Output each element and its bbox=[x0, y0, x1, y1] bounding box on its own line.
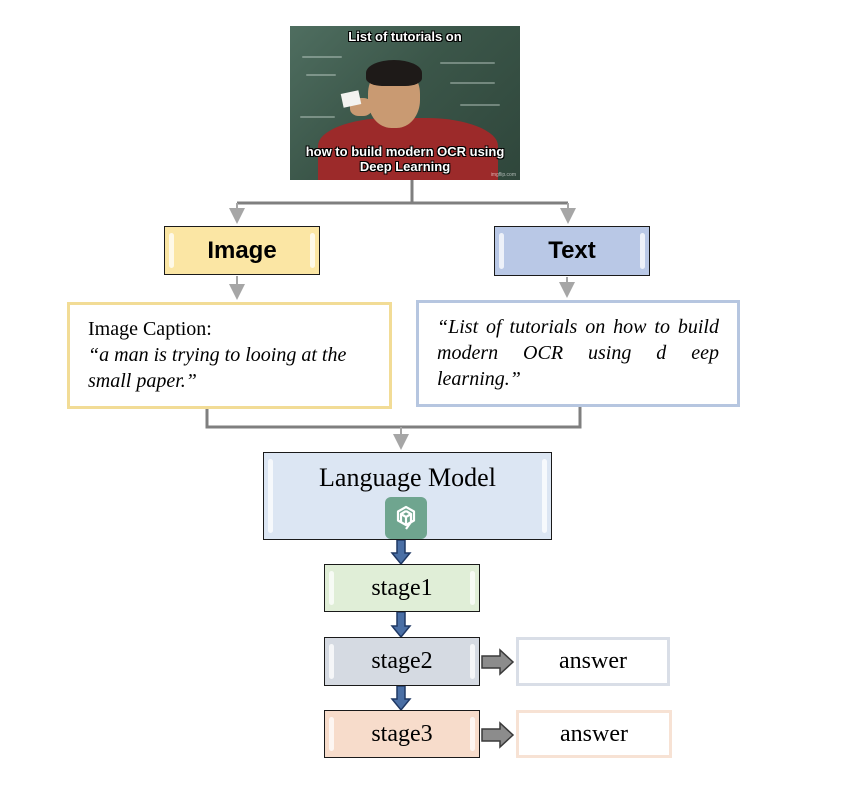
stage3-label: stage3 bbox=[371, 720, 433, 747]
image-caption-box: Image Caption: “a man is trying to looin… bbox=[67, 302, 392, 409]
stage2-label: stage2 bbox=[371, 648, 433, 674]
image-label-box: Image bbox=[164, 226, 320, 275]
openai-logo-icon bbox=[385, 497, 427, 539]
chalk-mark bbox=[440, 62, 495, 64]
chalk-mark bbox=[460, 104, 500, 106]
meme-split-connector bbox=[237, 180, 568, 205]
answer-box-stage2: answer bbox=[516, 637, 670, 686]
chalk-mark bbox=[450, 82, 495, 84]
stage1-box: stage1 bbox=[324, 564, 480, 612]
chalk-mark bbox=[306, 74, 336, 76]
meme-bottom-text: how to build modern OCR using Deep Learn… bbox=[305, 144, 505, 174]
chalk-mark bbox=[300, 116, 335, 118]
person-shirt bbox=[318, 118, 498, 180]
down-arrow-stage1-stage2 bbox=[390, 611, 412, 639]
stage2-box: stage2 bbox=[324, 637, 480, 686]
down-arrow-lm-stage1 bbox=[390, 539, 412, 566]
text-quote-box: “List of tutorials on how to build moder… bbox=[416, 300, 740, 407]
language-model-box: Language Model bbox=[263, 452, 552, 540]
text-quote: “List of tutorials on how to build moder… bbox=[437, 316, 719, 390]
right-arrow-stage2-answer bbox=[481, 648, 515, 676]
image-caption-title: Image Caption: bbox=[88, 318, 212, 340]
chalk-mark bbox=[302, 56, 342, 58]
answer-label: answer bbox=[559, 648, 627, 674]
answer-label: answer bbox=[560, 720, 628, 747]
answer-box-stage3: answer bbox=[516, 710, 672, 758]
image-caption-quote: “a man is trying to looing at the small … bbox=[88, 344, 347, 392]
language-model-label: Language Model bbox=[319, 463, 496, 492]
image-label: Image bbox=[207, 236, 277, 264]
merge-connector bbox=[205, 407, 582, 429]
right-arrow-stage3-answer bbox=[481, 721, 515, 749]
down-arrow-stage2-stage3 bbox=[390, 685, 412, 712]
meme-top-text: List of tutorials on bbox=[348, 29, 462, 44]
meme-watermark: imgflip.com bbox=[490, 172, 516, 178]
text-label-box: Text bbox=[494, 226, 650, 276]
text-label: Text bbox=[548, 237, 596, 264]
stage1-label: stage1 bbox=[371, 574, 433, 601]
meme-image: List of tutorials on how to build modern… bbox=[290, 26, 520, 180]
stage3-box: stage3 bbox=[324, 710, 480, 758]
person-hair bbox=[366, 60, 422, 86]
